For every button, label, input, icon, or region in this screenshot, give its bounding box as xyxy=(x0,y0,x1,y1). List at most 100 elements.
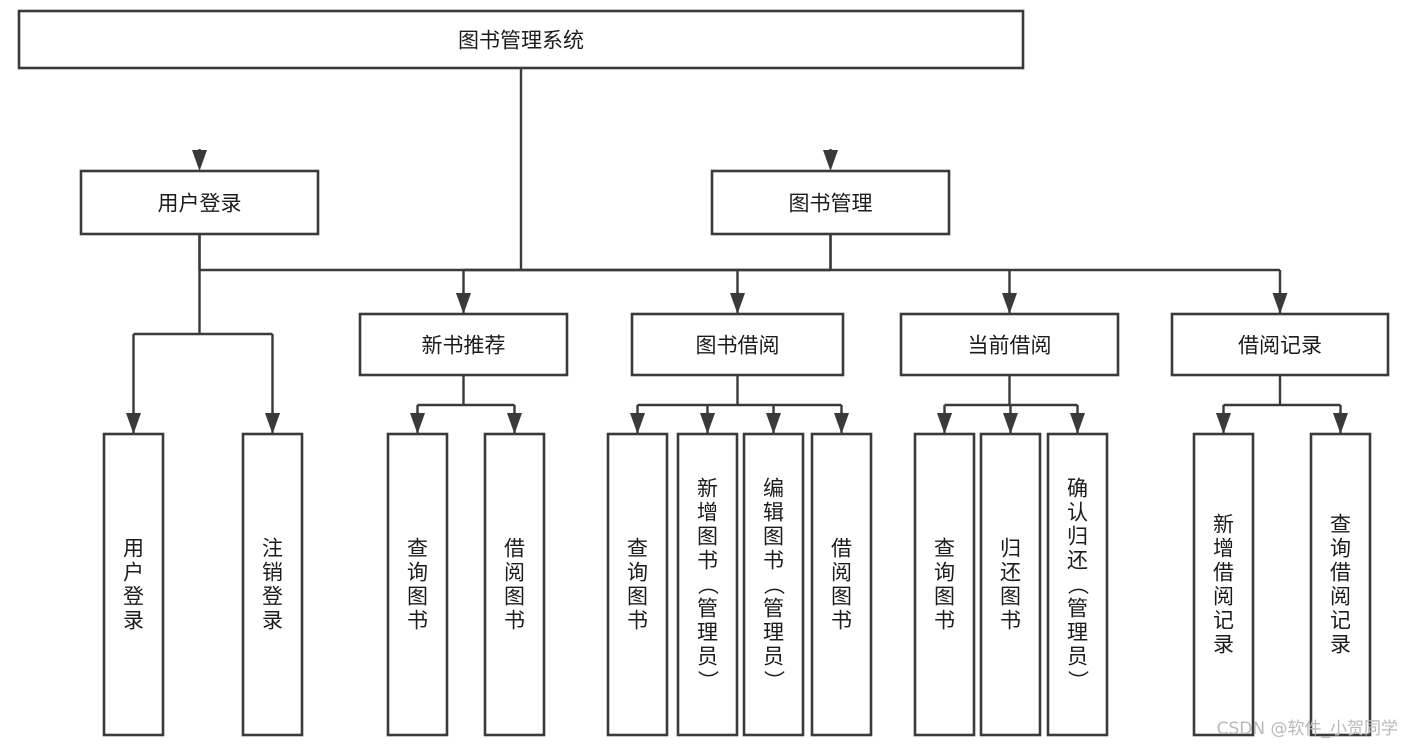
label-char: 员 xyxy=(763,645,784,669)
node-box-leaf-add-book-admin xyxy=(676,432,739,737)
label-char: 员 xyxy=(697,645,718,669)
label-char: 查 xyxy=(407,537,428,561)
arrow-head-icon xyxy=(823,150,838,171)
label-char: 录 xyxy=(262,609,283,633)
node-box-leaf-query-book-3 xyxy=(913,432,976,737)
label-char: 增 xyxy=(697,501,718,525)
label-char: 确 xyxy=(1067,477,1088,501)
label-char: 询 xyxy=(627,561,648,585)
label-char: 查 xyxy=(1330,513,1351,537)
node-box-root xyxy=(17,9,1025,70)
node-box-leaf-user-login xyxy=(102,432,165,737)
label-char: （ xyxy=(1066,574,1090,595)
label-char: 图 xyxy=(504,585,525,609)
node-label-user-login: 用户登录 xyxy=(158,192,242,216)
label-char: 理 xyxy=(1067,621,1088,645)
node-book-manage[interactable]: 图书管理 xyxy=(710,169,951,236)
label-char: 新 xyxy=(1213,513,1234,537)
node-current-borrow[interactable]: 当前借阅 xyxy=(899,312,1120,377)
node-root[interactable]: 图书管理系统 xyxy=(17,9,1025,70)
node-new-book-recommend[interactable]: 新书推荐 xyxy=(358,312,569,377)
label-char: 书 xyxy=(763,549,784,573)
label-char: 管 xyxy=(763,597,784,621)
arrow-head-icon xyxy=(834,413,849,434)
label-char: 还 xyxy=(1067,549,1088,573)
label-char: 归 xyxy=(1000,537,1021,561)
node-box-leaf-query-book-1 xyxy=(386,432,449,737)
label-char: 借 xyxy=(1213,561,1234,585)
label-char: ） xyxy=(1066,670,1090,691)
label-char: 借 xyxy=(504,537,525,561)
label-char: 询 xyxy=(407,561,428,585)
nodes-layer: 图书管理系统用户登录图书管理新书推荐图书借阅当前借阅借阅记录用户登录注销登录查询… xyxy=(17,9,1390,737)
label-char: 登 xyxy=(262,585,283,609)
label-char: 书 xyxy=(627,609,648,633)
label-char: 图 xyxy=(697,525,718,549)
label-char: 借 xyxy=(1330,561,1351,585)
label-char: 书 xyxy=(407,609,428,633)
node-box-book-borrow xyxy=(630,312,845,377)
label-char: ） xyxy=(696,670,720,691)
label-char: 还 xyxy=(1000,561,1021,585)
label-char: 书 xyxy=(831,609,852,633)
node-box-leaf-query-borrow-record xyxy=(1309,432,1372,737)
arrow-head-icon xyxy=(456,293,471,314)
node-book-borrow[interactable]: 图书借阅 xyxy=(630,312,845,377)
label-char: 录 xyxy=(1213,633,1234,657)
arrow-head-icon xyxy=(1272,293,1288,314)
node-borrow-record[interactable]: 借阅记录 xyxy=(1170,312,1390,377)
label-char: 书 xyxy=(934,609,955,633)
node-box-new-book-recommend xyxy=(358,312,569,377)
label-char: 图 xyxy=(1000,585,1021,609)
node-box-leaf-user-logout xyxy=(241,432,304,737)
node-leaf-user-login[interactable]: 用户登录 xyxy=(102,432,165,737)
label-char: 书 xyxy=(1000,609,1021,633)
label-char: 阅 xyxy=(1213,585,1234,609)
node-label-leaf-user-login: 用户登录 xyxy=(123,537,144,633)
node-user-login[interactable]: 用户登录 xyxy=(79,169,320,236)
node-box-user-login xyxy=(79,169,320,236)
label-char: 增 xyxy=(1213,537,1234,561)
node-box-book-manage xyxy=(710,169,951,236)
label-char: 查 xyxy=(627,537,648,561)
arrow-head-icon xyxy=(507,413,522,434)
label-char: 理 xyxy=(763,621,784,645)
label-char: 编 xyxy=(763,477,784,501)
arrow-head-icon xyxy=(1070,413,1085,434)
node-box-leaf-add-borrow-record xyxy=(1192,432,1255,737)
node-box-leaf-borrow-book-2 xyxy=(810,432,873,737)
label-char: 书 xyxy=(697,549,718,573)
label-char: 登 xyxy=(123,585,144,609)
label-char: 录 xyxy=(123,609,144,633)
label-char: 用 xyxy=(123,537,144,561)
label-char: 询 xyxy=(1330,537,1351,561)
node-box-leaf-edit-book-admin xyxy=(742,432,805,737)
label-char: 录 xyxy=(1330,633,1351,657)
node-box-current-borrow xyxy=(899,312,1120,377)
label-char: 认 xyxy=(1067,501,1088,525)
label-char: 归 xyxy=(1067,525,1088,549)
label-char: （ xyxy=(696,574,720,595)
label-char: ） xyxy=(762,670,786,691)
